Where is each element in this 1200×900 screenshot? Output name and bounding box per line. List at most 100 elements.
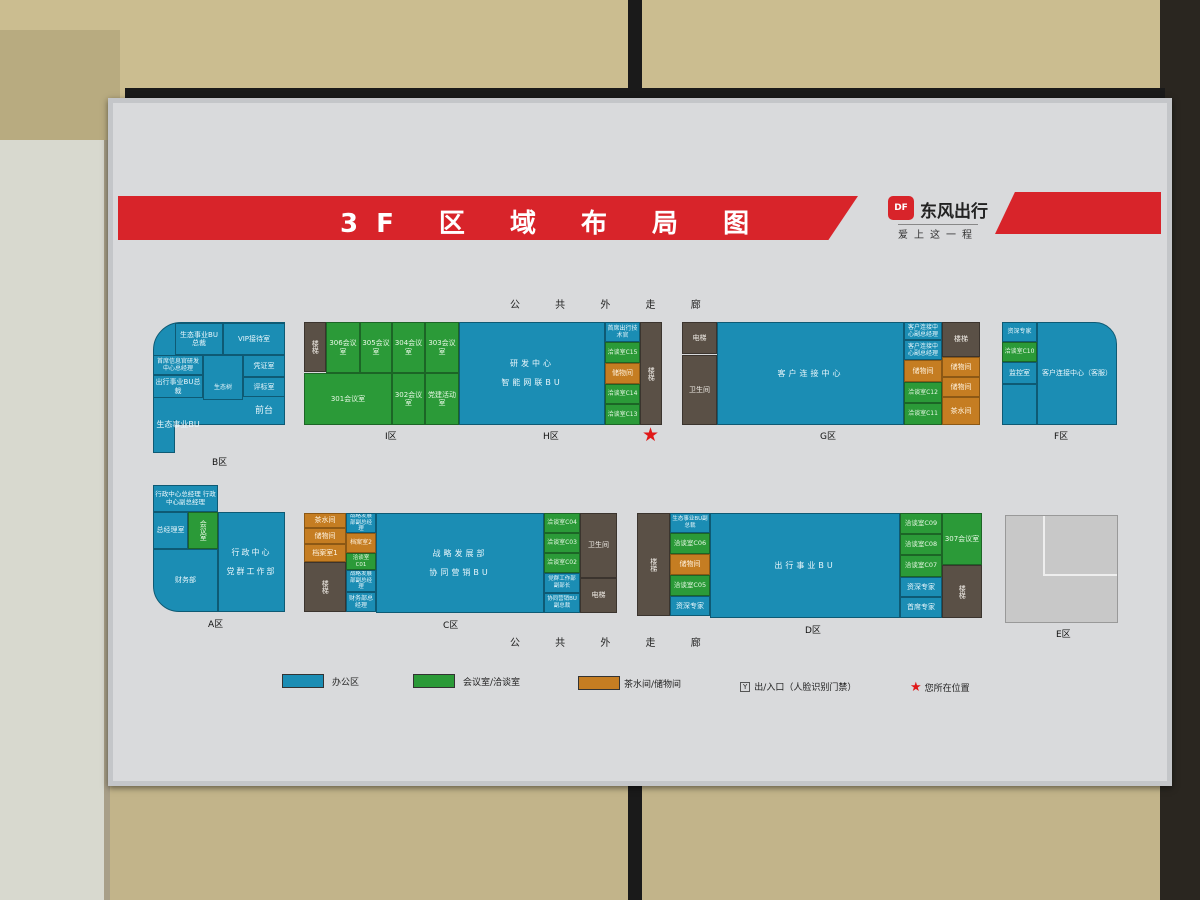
elevator: 电梯	[580, 578, 617, 613]
meeting-room[interactable]: 305会议室	[360, 322, 392, 373]
archive-room[interactable]: 档案室1	[304, 544, 346, 562]
tea-room[interactable]: 茶水间	[304, 513, 346, 528]
restroom: 卫生间	[682, 355, 717, 425]
meeting-room[interactable]: 302会议室	[392, 373, 425, 425]
stairs: 楼梯	[637, 513, 670, 616]
office-customer-service[interactable]: 客户连接中心（客服）	[1037, 322, 1117, 425]
storage-room[interactable]: 储物间	[670, 554, 710, 575]
meeting-room[interactable]: 洽谈室C12	[904, 382, 942, 403]
room[interactable]: 资深专家	[670, 596, 710, 616]
legend-storage: 茶水间/储物间	[578, 676, 681, 690]
meeting-room[interactable]: 会议室	[188, 512, 218, 549]
archive-room[interactable]: 档案室2	[346, 533, 376, 553]
room[interactable]: VIP接待室	[223, 323, 285, 355]
meeting-room[interactable]: 洽谈室C08	[900, 534, 942, 555]
tile-grout	[628, 0, 642, 100]
room	[1002, 384, 1037, 425]
room[interactable]: 财务部总经理	[346, 592, 376, 612]
meeting-room[interactable]: 洽谈室C14	[605, 384, 640, 404]
legend-label: 会议室/洽谈室	[463, 677, 521, 688]
room[interactable]: 资深专家	[1002, 322, 1037, 342]
meeting-room[interactable]: 洽谈室C06	[670, 533, 710, 554]
storage-room[interactable]: 储物间	[942, 377, 980, 397]
room[interactable]: 出行事业BU总裁	[153, 375, 203, 398]
room[interactable]: 战略发展部副总经理	[346, 513, 376, 533]
storage-room[interactable]: 储物间	[904, 360, 942, 382]
corridor-label-bottom: 公 共 外 走 廊	[510, 638, 717, 649]
office-rd-center[interactable]: 研发中心 智能网联BU	[459, 322, 605, 425]
legend-label: 您所在位置	[924, 684, 970, 694]
tile-grout	[628, 780, 642, 900]
zone-label: E区	[1056, 630, 1071, 640]
stairs: 楼梯	[942, 565, 982, 618]
storage-room[interactable]: 储物间	[304, 528, 346, 544]
meeting-room[interactable]: 洽谈室C03	[544, 533, 580, 553]
legend-label: 茶水间/储物间	[624, 679, 682, 690]
tree-room[interactable]: 生态树	[203, 355, 243, 400]
room[interactable]: 战略发展部副总经理	[346, 570, 376, 592]
zone-label: F区	[1054, 432, 1069, 442]
page-title: 3F 区 域 布 局 图	[340, 209, 768, 239]
storage-room[interactable]: 储物间	[942, 357, 980, 377]
office-customer-center[interactable]: 客户连接中心	[717, 322, 904, 425]
title-band-right	[995, 192, 1161, 234]
meeting-room[interactable]: 306会议室	[326, 322, 360, 373]
meeting-room[interactable]: 洽谈室C05	[670, 575, 710, 596]
meeting-room[interactable]: 洽谈室C10	[1002, 342, 1037, 362]
stairs: 楼梯	[304, 322, 326, 372]
meeting-room[interactable]: 304会议室	[392, 322, 425, 373]
room[interactable]: 客户连接中心副总经理	[904, 322, 942, 340]
legend-label: 出/入口（人脸识别门禁）	[754, 683, 857, 693]
office-mobility-bu[interactable]: 出行事业BU	[710, 513, 900, 618]
meeting-room[interactable]: 洽谈室C04	[544, 513, 580, 533]
door	[0, 140, 110, 900]
meeting-room[interactable]: 洽谈室C01	[346, 553, 376, 570]
zone-label: A区	[208, 620, 224, 630]
room[interactable]: 客户连接中心副总经理	[904, 340, 942, 360]
wall	[0, 0, 1200, 100]
room[interactable]: 协同营销BU副总裁	[544, 593, 580, 613]
room[interactable]: 首席信息官研发中心总经理	[153, 355, 203, 375]
office-strategy[interactable]: 战略发展部 协同营销BU	[376, 513, 544, 613]
room[interactable]: 行政中心总经理 行政中心副总经理	[153, 485, 218, 512]
legend-you-are-here: ★ 您所在位置	[910, 680, 970, 695]
meeting-room[interactable]: 洽谈室C13	[605, 404, 640, 425]
room[interactable]: 生态事业BU	[156, 420, 200, 430]
door-frame	[0, 30, 120, 145]
room[interactable]: 评标室	[243, 377, 285, 397]
office-admin-center[interactable]: 行政中心 党群工作部	[218, 512, 285, 612]
tea-room[interactable]: 茶水间	[942, 397, 980, 425]
meeting-room[interactable]: 307会议室	[942, 513, 982, 565]
room[interactable]: 财务部	[153, 549, 218, 612]
brand-name: 东风出行	[920, 202, 988, 222]
meeting-room[interactable]: 303会议室	[425, 322, 459, 373]
meeting-room[interactable]: 洽谈室C02	[544, 553, 580, 573]
meeting-room[interactable]: 洽谈室C11	[904, 403, 942, 425]
meeting-room[interactable]: 洽谈室C09	[900, 513, 942, 534]
meeting-room[interactable]: 洽谈室C15	[605, 342, 640, 363]
room[interactable]: 生态事业BU副总裁	[670, 513, 710, 533]
storage-room[interactable]: 储物间	[605, 363, 640, 384]
restroom: 卫生间	[580, 513, 617, 578]
meeting-room[interactable]: 党建活动室	[425, 373, 459, 425]
monitoring-room[interactable]: 监控室	[1002, 362, 1037, 384]
meeting-room[interactable]: 洽谈室C07	[900, 555, 942, 577]
room[interactable]: 总经理室	[153, 512, 188, 549]
room[interactable]: 资深专家	[900, 577, 942, 597]
room[interactable]: 首席专家	[900, 597, 942, 618]
zone-label: H区	[543, 432, 559, 442]
legend-office: 办公区	[282, 674, 359, 688]
legend-swatch	[578, 676, 620, 690]
stairs: 楼梯	[304, 562, 346, 612]
corridor-label-top: 公 共 外 走 廊	[510, 300, 717, 311]
meeting-room[interactable]: 301会议室	[304, 373, 392, 425]
legend-label: 办公区	[332, 677, 360, 688]
legend-swatch	[282, 674, 324, 688]
room[interactable]: 凭证室	[243, 355, 285, 377]
zone-label: B区	[212, 458, 228, 468]
room[interactable]: 首席出行技术官	[605, 322, 640, 342]
room[interactable]: 党群工作部副部长	[544, 573, 580, 593]
star-icon: ★	[910, 680, 922, 695]
reception[interactable]: 前台	[254, 405, 273, 416]
room[interactable]: 生态事业BU总裁	[175, 323, 223, 355]
